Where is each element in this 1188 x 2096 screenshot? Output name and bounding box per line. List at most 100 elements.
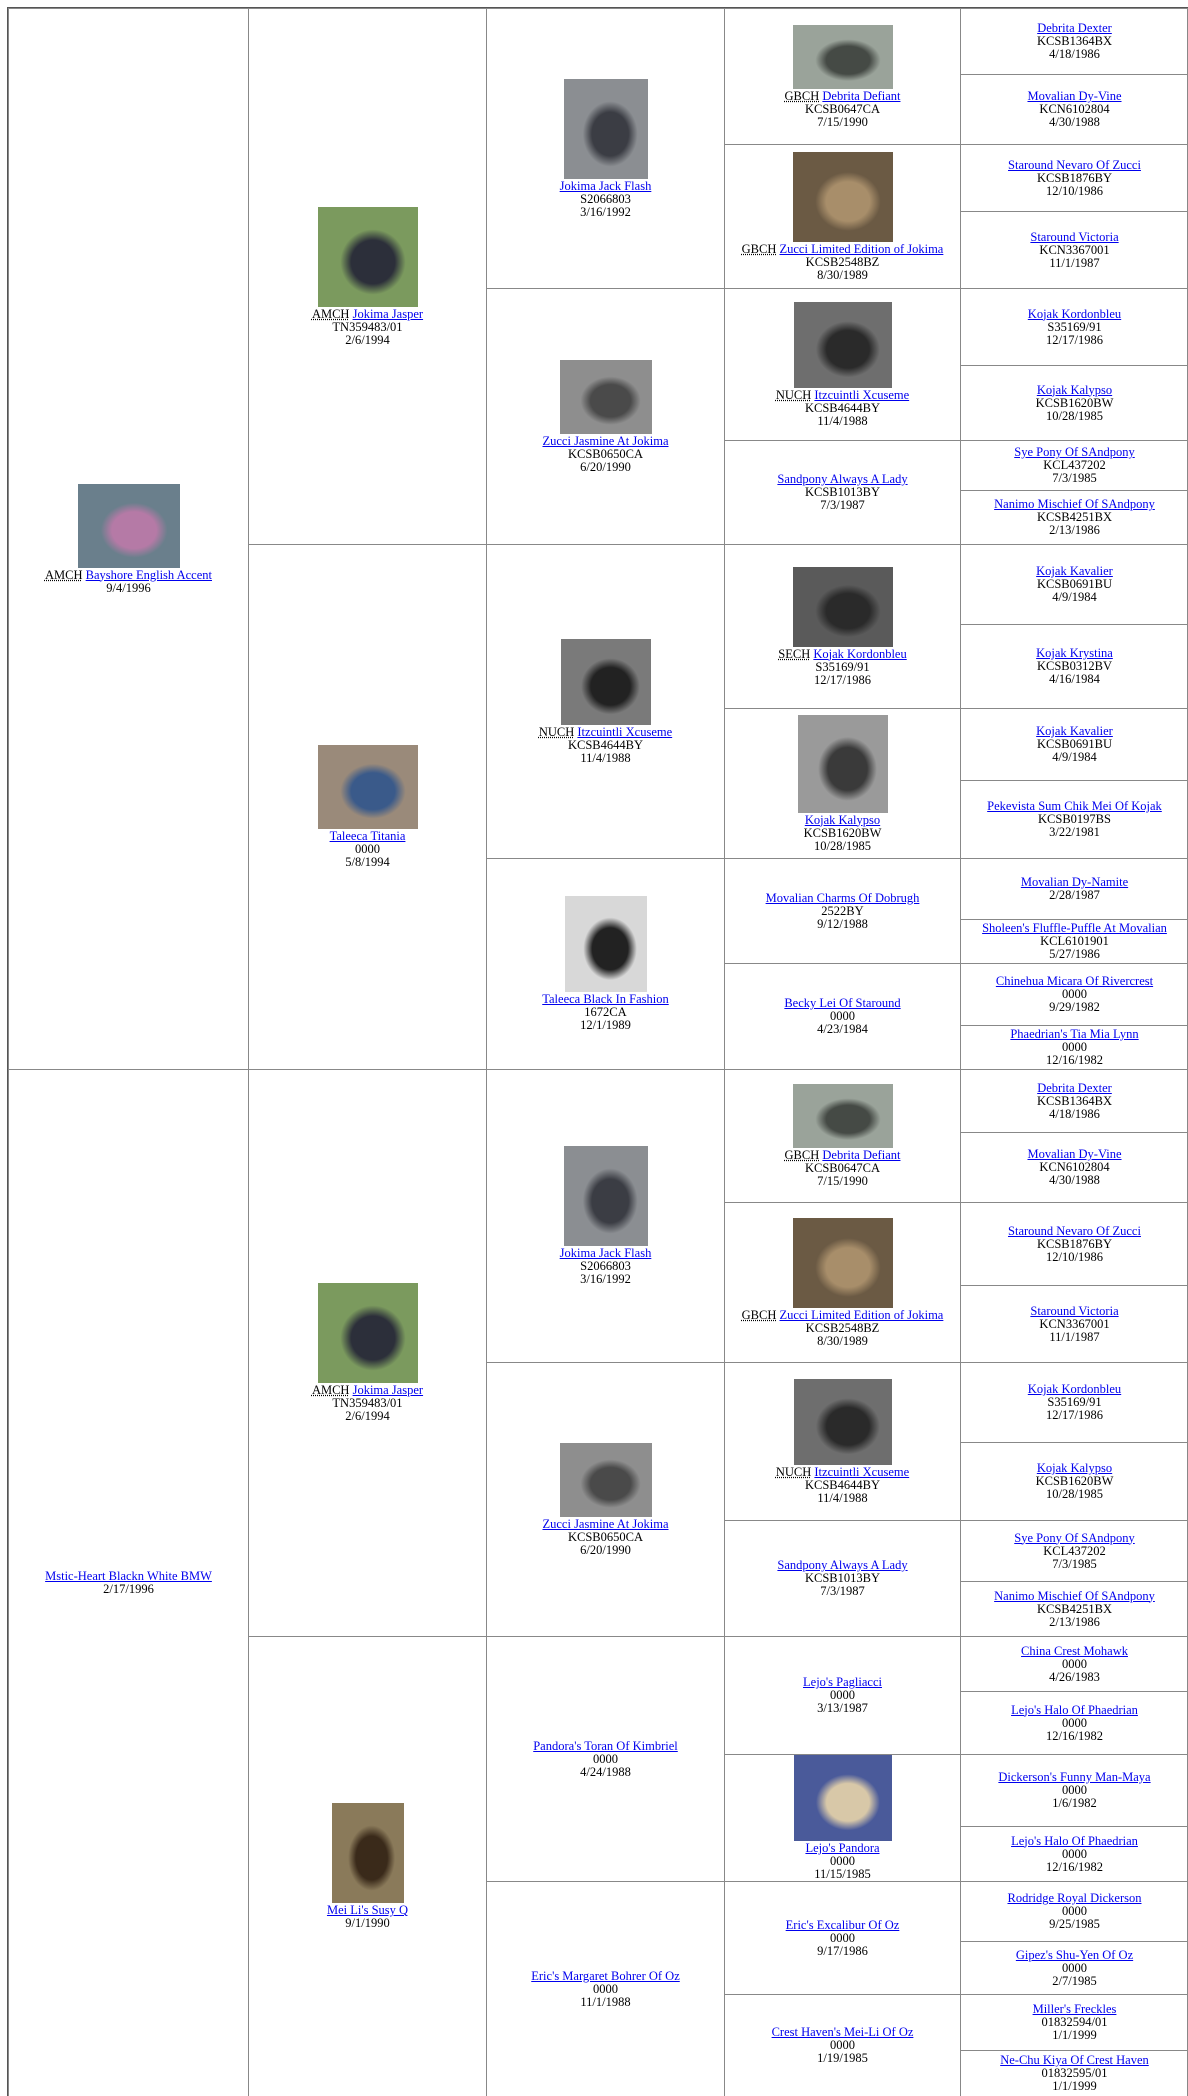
- dog-name-link[interactable]: Sye Pony Of SAndpony: [1014, 1530, 1135, 1545]
- dog-photo[interactable]: [559, 1442, 652, 1517]
- dog-name-link[interactable]: Lejo's Pandora: [805, 1841, 880, 1855]
- dog-name-link[interactable]: Movalian Dy-Vine: [1027, 1147, 1122, 1161]
- dog-detail-line: 7/3/1987: [820, 498, 865, 512]
- dog-name-link[interactable]: Mstic-Heart Blackn White BMW: [45, 1569, 212, 1583]
- dog-photo[interactable]: [77, 483, 180, 568]
- dog-name-link[interactable]: Kojak Kalypso: [1036, 382, 1113, 397]
- dog-name-link[interactable]: Jokima Jack Flash: [559, 1246, 652, 1260]
- dog-photo[interactable]: [559, 359, 652, 434]
- dog-photo[interactable]: [793, 1755, 892, 1841]
- dog-name-link[interactable]: Itzcuintli Xcuseme: [814, 1464, 910, 1479]
- dog-photo[interactable]: [317, 745, 418, 829]
- dog-name-link[interactable]: Sandpony Always A Lady: [777, 1558, 908, 1572]
- dog-name-link[interactable]: Jokima Jasper: [352, 306, 424, 321]
- dog-detail-line: 7/15/1990: [817, 1174, 868, 1188]
- dog-name-link[interactable]: Becky Lei Of Staround: [784, 996, 901, 1010]
- dog-photo[interactable]: [792, 24, 893, 89]
- dog-name-link[interactable]: Kojak Krystina: [1036, 646, 1113, 660]
- dog-name-link[interactable]: Crest Haven's Mei-Li Of Oz: [771, 2025, 914, 2039]
- dog-name-link[interactable]: Ne-Chu Kiya Of Crest Haven: [1000, 2053, 1149, 2067]
- dog-name-link[interactable]: Kojak Kordonbleu: [813, 646, 907, 661]
- title-abbreviation: AMCH: [44, 567, 83, 582]
- dog-name-link[interactable]: Pekevista Sum Chik Mei Of Kojak: [987, 799, 1162, 813]
- dog-name-link[interactable]: Chinehua Micara Of Rivercrest: [995, 974, 1154, 988]
- dog-name-link[interactable]: Movalian Charms Of Dobrugh: [765, 890, 920, 905]
- dog-detail-line: 11/4/1988: [580, 750, 631, 765]
- dog-name-link[interactable]: Itzcuintli Xcuseme: [814, 387, 910, 402]
- dog-name-link[interactable]: Lejo's Pagliacci: [803, 1675, 882, 1689]
- dog-detail-line: 7/3/1987: [820, 1584, 865, 1598]
- dog-name-link[interactable]: Debrita Defiant: [822, 1148, 901, 1162]
- dog-detail-line: 01832595/01: [1041, 2066, 1108, 2080]
- dog-name-link[interactable]: Gipez's Shu-Yen Of Oz: [1015, 1947, 1134, 1962]
- dog-photo[interactable]: [792, 566, 893, 647]
- dog-name-link[interactable]: Eric's Excalibur Of Oz: [785, 1917, 900, 1932]
- dog-name-link[interactable]: Debrita Defiant: [822, 88, 901, 103]
- dog-name-link[interactable]: Miller's Freckles: [1032, 2002, 1117, 2016]
- dog-photo[interactable]: [317, 206, 418, 307]
- dog-name-link[interactable]: Kojak Kalypso: [804, 812, 881, 827]
- dog-name-link[interactable]: Zucci Limited Edition of Jokima: [779, 241, 944, 256]
- dog-detail-line: KCSB0647CA: [804, 101, 880, 116]
- dog-detail-line: 0000: [1061, 1904, 1087, 1918]
- dog-name-link[interactable]: Rodridge Royal Dickerson: [1007, 1891, 1142, 1905]
- name-line: AMCH Jokima Jasper: [312, 1384, 423, 1397]
- dog-photo[interactable]: [331, 1803, 404, 1903]
- dog-name-link[interactable]: Bayshore English Accent: [85, 567, 212, 582]
- dog-name-link[interactable]: Staround Nevaro Of Zucci: [1008, 157, 1141, 172]
- dog-name-link[interactable]: Taleeca Black In Fashion: [542, 992, 669, 1006]
- dog-photo[interactable]: [563, 1146, 648, 1246]
- dog-name-link[interactable]: Sholeen's Fluffle-Puffle At Movalian: [982, 921, 1167, 935]
- dog-photo[interactable]: [797, 714, 888, 813]
- dog-name-link[interactable]: Movalian Dy-Vine: [1027, 89, 1122, 103]
- dog-detail-line: 7/3/1985: [1052, 471, 1097, 485]
- dog-photo[interactable]: [317, 1283, 418, 1383]
- dog-name-link[interactable]: Itzcuintli Xcuseme: [577, 724, 673, 739]
- dog-photo[interactable]: [792, 151, 893, 242]
- dog-photo[interactable]: [564, 896, 647, 992]
- dog-detail-line: S35169/91: [1047, 1395, 1102, 1409]
- dog-photo[interactable]: [793, 1378, 892, 1465]
- dog-name-link[interactable]: Zucci Jasmine At Jokima: [542, 433, 669, 448]
- dog-name-link[interactable]: Nanimo Mischief Of SAndpony: [994, 1588, 1155, 1603]
- dog-name-link[interactable]: Eric's Margaret Bohrer Of Oz: [531, 1968, 680, 1983]
- dog-name-link[interactable]: Lejo's Halo Of Phaedrian: [1011, 1833, 1138, 1848]
- dog-detail-line: 0000: [1061, 987, 1087, 1001]
- dog-name-link[interactable]: Jokima Jasper: [352, 1383, 424, 1397]
- dog-photo[interactable]: [560, 638, 651, 725]
- dog-name-link[interactable]: Taleeca Titania: [329, 829, 406, 843]
- dog-name-link[interactable]: Debrita Dexter: [1037, 21, 1112, 35]
- dog-photo[interactable]: [792, 1084, 893, 1148]
- dog-name-link[interactable]: Staround Nevaro Of Zucci: [1008, 1223, 1141, 1238]
- dog-name-link[interactable]: Pandora's Toran Of Kimbriel: [533, 1738, 678, 1753]
- dog-name-link[interactable]: Sye Pony Of SAndpony: [1014, 445, 1135, 459]
- dog-name-link[interactable]: Dickerson's Funny Man-Maya: [998, 1770, 1151, 1784]
- dog-name-link[interactable]: Zucci Limited Edition of Jokima: [779, 1307, 944, 1322]
- dog-photo[interactable]: [563, 78, 648, 179]
- dog-name-link[interactable]: Staround Victoria: [1030, 1303, 1119, 1318]
- dog-name-link[interactable]: Lejo's Halo Of Phaedrian: [1011, 1702, 1138, 1717]
- dog-name-link[interactable]: Nanimo Mischief Of SAndpony: [994, 497, 1155, 511]
- dog-photo[interactable]: [793, 301, 892, 388]
- dog-name-link[interactable]: Kojak Kordonbleu: [1027, 1382, 1122, 1396]
- dog-name-link[interactable]: Jokima Jack Flash: [559, 178, 652, 193]
- dog-name-link[interactable]: Mei Li's Susy Q: [326, 1903, 409, 1917]
- dog-name-link[interactable]: Sandpony Always A Lady: [777, 472, 908, 486]
- dog-name-link[interactable]: Kojak Kordonbleu: [1027, 306, 1122, 321]
- dog-name-link[interactable]: Kojak Kalypso: [1036, 1461, 1113, 1475]
- dog-name-link[interactable]: Movalian Dy-Namite: [1020, 875, 1129, 889]
- dog-name-link[interactable]: Phaedrian's Tia Mia Lynn: [1010, 1027, 1139, 1041]
- dog-detail-line: KCN3367001: [1039, 242, 1110, 257]
- dog-name-link[interactable]: Kojak Kavalier: [1036, 564, 1113, 578]
- dog-name-link[interactable]: Kojak Kavalier: [1036, 724, 1113, 738]
- dog-name-link[interactable]: Debrita Dexter: [1037, 1080, 1112, 1095]
- dog-name-link[interactable]: Staround Victoria: [1030, 229, 1119, 244]
- dog-name-link[interactable]: Zucci Jasmine At Jokima: [542, 1516, 669, 1531]
- dog-photo[interactable]: [792, 1217, 893, 1308]
- dog-name-link[interactable]: China Crest Mohawk: [1021, 1643, 1128, 1658]
